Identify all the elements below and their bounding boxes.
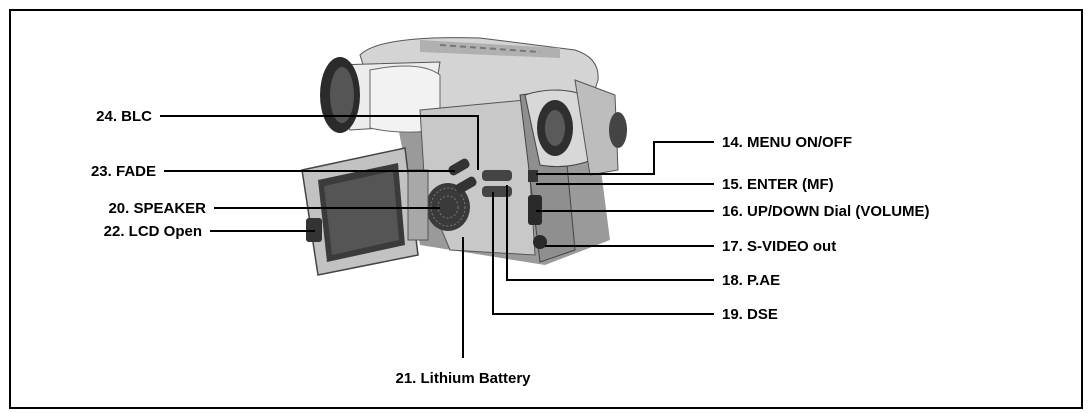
leader-menu <box>536 141 714 175</box>
label-lcd-open: 22. LCD Open <box>104 223 202 240</box>
leader-blc <box>160 115 479 170</box>
label-speaker: 20. SPEAKER <box>108 200 206 217</box>
label-menu: 14. MENU ON/OFF <box>722 134 852 151</box>
callout-labels: 24. BLC 23. FADE 20. SPEAKER 22. LCD Ope… <box>91 108 930 387</box>
leader-pae <box>506 185 714 281</box>
label-dse: 19. DSE <box>722 306 778 323</box>
label-blc: 24. BLC <box>96 108 152 125</box>
camcorder-illustration <box>301 37 627 276</box>
leader-lines <box>160 115 714 358</box>
label-fade: 23. FADE <box>91 163 156 180</box>
label-battery: 21. Lithium Battery <box>395 370 531 387</box>
leader-dse <box>492 192 714 315</box>
label-updown: 16. UP/DOWN Dial (VOLUME) <box>722 203 930 220</box>
label-enter: 15. ENTER (MF) <box>722 176 834 193</box>
label-pae: 18. P.AE <box>722 272 780 289</box>
label-svideo: 17. S-VIDEO out <box>722 238 836 255</box>
